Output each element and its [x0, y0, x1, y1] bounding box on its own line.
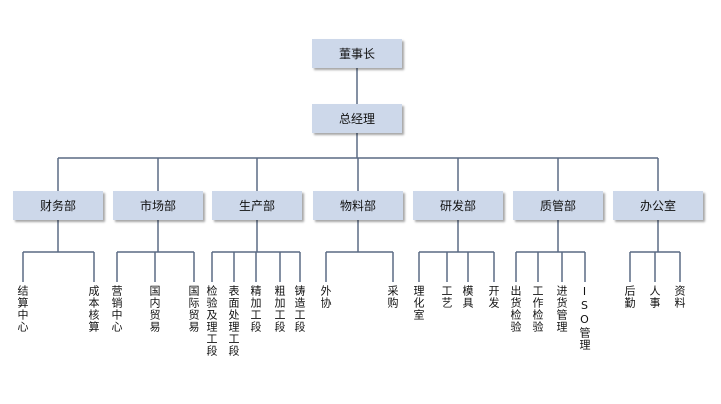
dept-node-production[interactable]: 生产部	[212, 191, 302, 220]
unit-label-rnd[interactable]: 理化室	[412, 285, 425, 321]
unit-label-production[interactable]: 检验及理工段	[205, 285, 218, 357]
unit-label-finance[interactable]: 成本核算	[87, 285, 100, 333]
unit-label-quality[interactable]: 出货检验	[509, 285, 522, 333]
unit-label-quality[interactable]: 工作检验	[531, 285, 544, 333]
unit-label-rnd[interactable]: 开发	[487, 285, 500, 309]
unit-label-quality[interactable]: ISO管理	[578, 285, 591, 351]
unit-label-rnd[interactable]: 模具	[461, 285, 474, 309]
unit-label-production[interactable]: 精加工段	[249, 285, 262, 333]
dept-node-finance[interactable]: 财务部	[13, 191, 103, 220]
unit-label-marketing[interactable]: 国内贸易	[148, 285, 161, 333]
unit-label-marketing[interactable]: 国际贸易	[187, 285, 200, 333]
unit-label-marketing[interactable]: 营销中心	[110, 285, 123, 333]
dept-node-rnd[interactable]: 研发部	[413, 191, 503, 220]
chairman-node[interactable]: 董事长	[312, 39, 402, 68]
dept-node-materials[interactable]: 物料部	[313, 191, 403, 220]
dept-node-office[interactable]: 办公室	[613, 191, 703, 220]
unit-label-rnd[interactable]: 工艺	[440, 285, 453, 309]
unit-label-production[interactable]: 粗加工段	[273, 285, 286, 333]
unit-label-office[interactable]: 人事	[648, 285, 661, 309]
unit-label-office[interactable]: 后勤	[623, 285, 636, 309]
unit-label-finance[interactable]: 结算中心	[16, 285, 29, 333]
unit-label-quality[interactable]: 进货管理	[555, 285, 568, 333]
dept-node-marketing[interactable]: 市场部	[113, 191, 203, 220]
unit-label-materials[interactable]: 采购	[386, 285, 399, 309]
general-manager-node[interactable]: 总经理	[312, 104, 402, 133]
unit-label-production[interactable]: 铸造工段	[293, 285, 306, 333]
unit-label-office[interactable]: 资料	[673, 285, 686, 309]
unit-label-materials[interactable]: 外协	[319, 285, 332, 309]
dept-node-quality[interactable]: 质管部	[513, 191, 603, 220]
unit-label-production[interactable]: 表面处理工段	[227, 285, 240, 357]
